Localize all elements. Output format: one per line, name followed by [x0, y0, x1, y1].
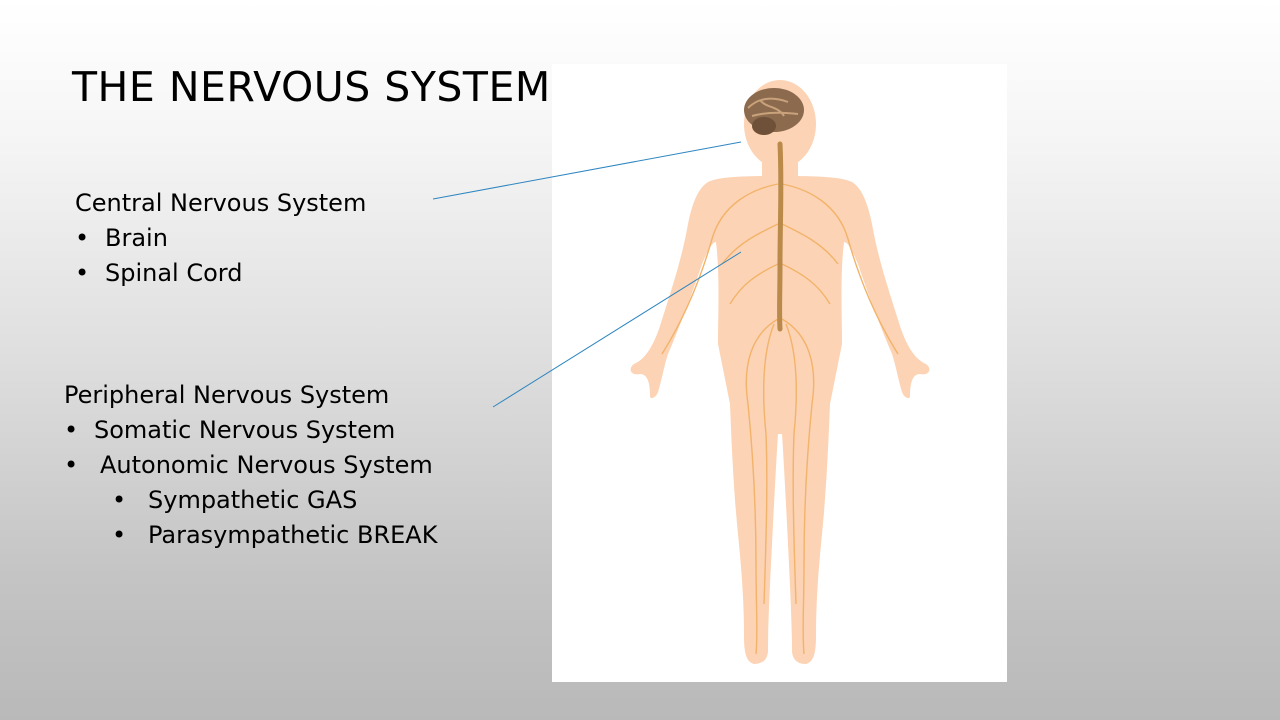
- list-item: • Autonomic Nervous System: [64, 448, 437, 483]
- pns-subitem-sympathetic: Sympathetic GAS: [148, 486, 358, 514]
- pns-item-autonomic: Autonomic Nervous System: [100, 451, 433, 479]
- peripheral-nervous-system-list: Peripheral Nervous System • Somatic Nervo…: [64, 378, 437, 553]
- bullet-icon: •: [112, 521, 127, 549]
- cns-heading: Central Nervous System: [75, 189, 367, 217]
- list-item: • Brain: [75, 221, 366, 256]
- cns-item-brain: Brain: [105, 224, 168, 252]
- nerve-network: [661, 183, 899, 655]
- central-nervous-system-list: Central Nervous System • Brain • Spinal Co…: [75, 186, 366, 291]
- slide-title: THE NERVOUS SYSTEM: [72, 63, 551, 111]
- pns-subitem-parasympathetic: Parasympathetic BREAK: [148, 521, 438, 549]
- pns-item-somatic: Somatic Nervous System: [94, 416, 396, 444]
- bullet-icon: •: [75, 259, 90, 287]
- bullet-icon: •: [112, 486, 127, 514]
- bullet-icon: •: [64, 451, 79, 479]
- bullet-icon: •: [64, 416, 79, 444]
- list-item: • Somatic Nervous System: [64, 413, 437, 448]
- sub-list-item: • Parasympathetic BREAK: [64, 518, 437, 553]
- sub-list-item: • Sympathetic GAS: [64, 483, 437, 518]
- spinal-cord: [777, 141, 784, 332]
- cns-item-spinal-cord: Spinal Cord: [105, 259, 243, 287]
- nervous-system-illustration: [552, 64, 1007, 682]
- pns-heading: Peripheral Nervous System: [64, 381, 390, 409]
- human-body-figure: [630, 80, 930, 664]
- brain-icon: [744, 88, 804, 135]
- list-item: • Spinal Cord: [75, 256, 366, 291]
- bullet-icon: •: [75, 224, 90, 252]
